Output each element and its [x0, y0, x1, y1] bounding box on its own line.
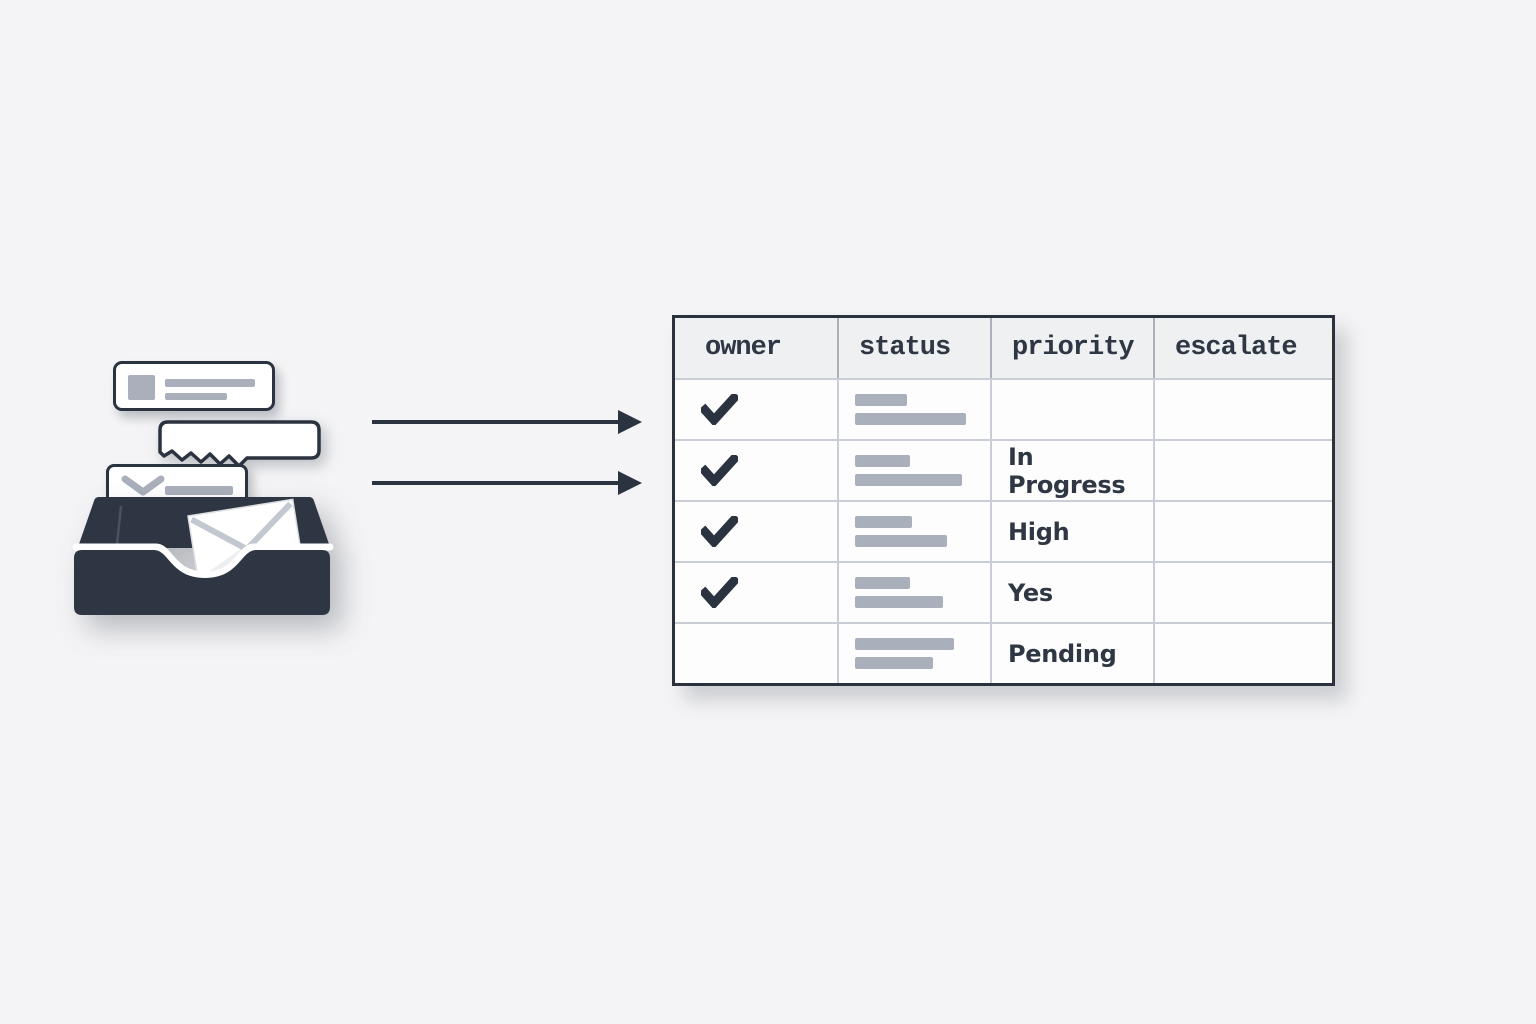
status-cell: [839, 624, 992, 683]
status-placeholder-bar: [855, 657, 933, 669]
check-icon: [701, 516, 738, 547]
status-cell: [839, 380, 992, 439]
escalate-cell: [1155, 563, 1332, 622]
priority-cell: In Progress: [992, 441, 1155, 500]
table-row: [675, 378, 1332, 439]
status-placeholder-bar: [855, 638, 954, 650]
check-icon: [701, 455, 738, 486]
flow-arrows: [372, 410, 642, 495]
status-placeholder-bar: [855, 535, 947, 547]
priority-cell: [992, 380, 1155, 439]
escalate-cell: [1155, 441, 1332, 500]
tray-rim-highlight: [72, 543, 334, 579]
check-icon: [701, 577, 738, 608]
owner-cell: [675, 380, 839, 439]
owner-cell: [675, 624, 839, 683]
inbox-front: [74, 550, 330, 615]
owner-cell: [675, 502, 839, 561]
escalate-cell: [1155, 380, 1332, 439]
arrow-right-icon: [372, 410, 642, 434]
chevron-down-icon: [121, 475, 165, 496]
torn-edge: [158, 420, 321, 468]
column-header-owner: owner: [675, 318, 839, 378]
status-cell: [839, 502, 992, 561]
status-placeholder-bar: [855, 596, 943, 608]
paper-edge: [115, 505, 123, 545]
text-line-placeholder: [165, 486, 233, 495]
priority-cell: Yes: [992, 563, 1155, 622]
inbox-tray-icon: [72, 497, 334, 615]
message-card-avatar: [113, 361, 275, 411]
text-line-placeholder: [165, 393, 227, 400]
status-cell: [839, 563, 992, 622]
column-header-escalate: escalate: [1175, 333, 1298, 363]
table-row: High: [675, 500, 1332, 561]
priority-cell: Pending: [992, 624, 1155, 683]
torn-message-card: [158, 420, 321, 468]
column-header-status: status: [839, 318, 992, 378]
arrow-right-icon: [372, 471, 642, 495]
text-line-placeholder: [165, 379, 255, 387]
column-header-priority: priority: [992, 318, 1155, 378]
escalate-cell: [1155, 502, 1332, 561]
status-cell: [839, 441, 992, 500]
owner-cell: [675, 563, 839, 622]
status-placeholder-bar: [855, 394, 907, 406]
status-placeholder-bar: [855, 474, 962, 486]
table-row: In Progress: [675, 439, 1332, 500]
status-placeholder-bar: [855, 516, 912, 528]
avatar-square: [128, 375, 155, 400]
owner-cell: [675, 441, 839, 500]
status-placeholder-bar: [855, 577, 910, 589]
table-row: Pending: [675, 622, 1332, 683]
check-icon: [701, 394, 738, 425]
escalate-cell: [1155, 624, 1332, 683]
status-placeholder-bar: [855, 413, 966, 425]
table-row: Yes: [675, 561, 1332, 622]
priority-cell: High: [992, 502, 1155, 561]
status-placeholder-bar: [855, 455, 910, 467]
